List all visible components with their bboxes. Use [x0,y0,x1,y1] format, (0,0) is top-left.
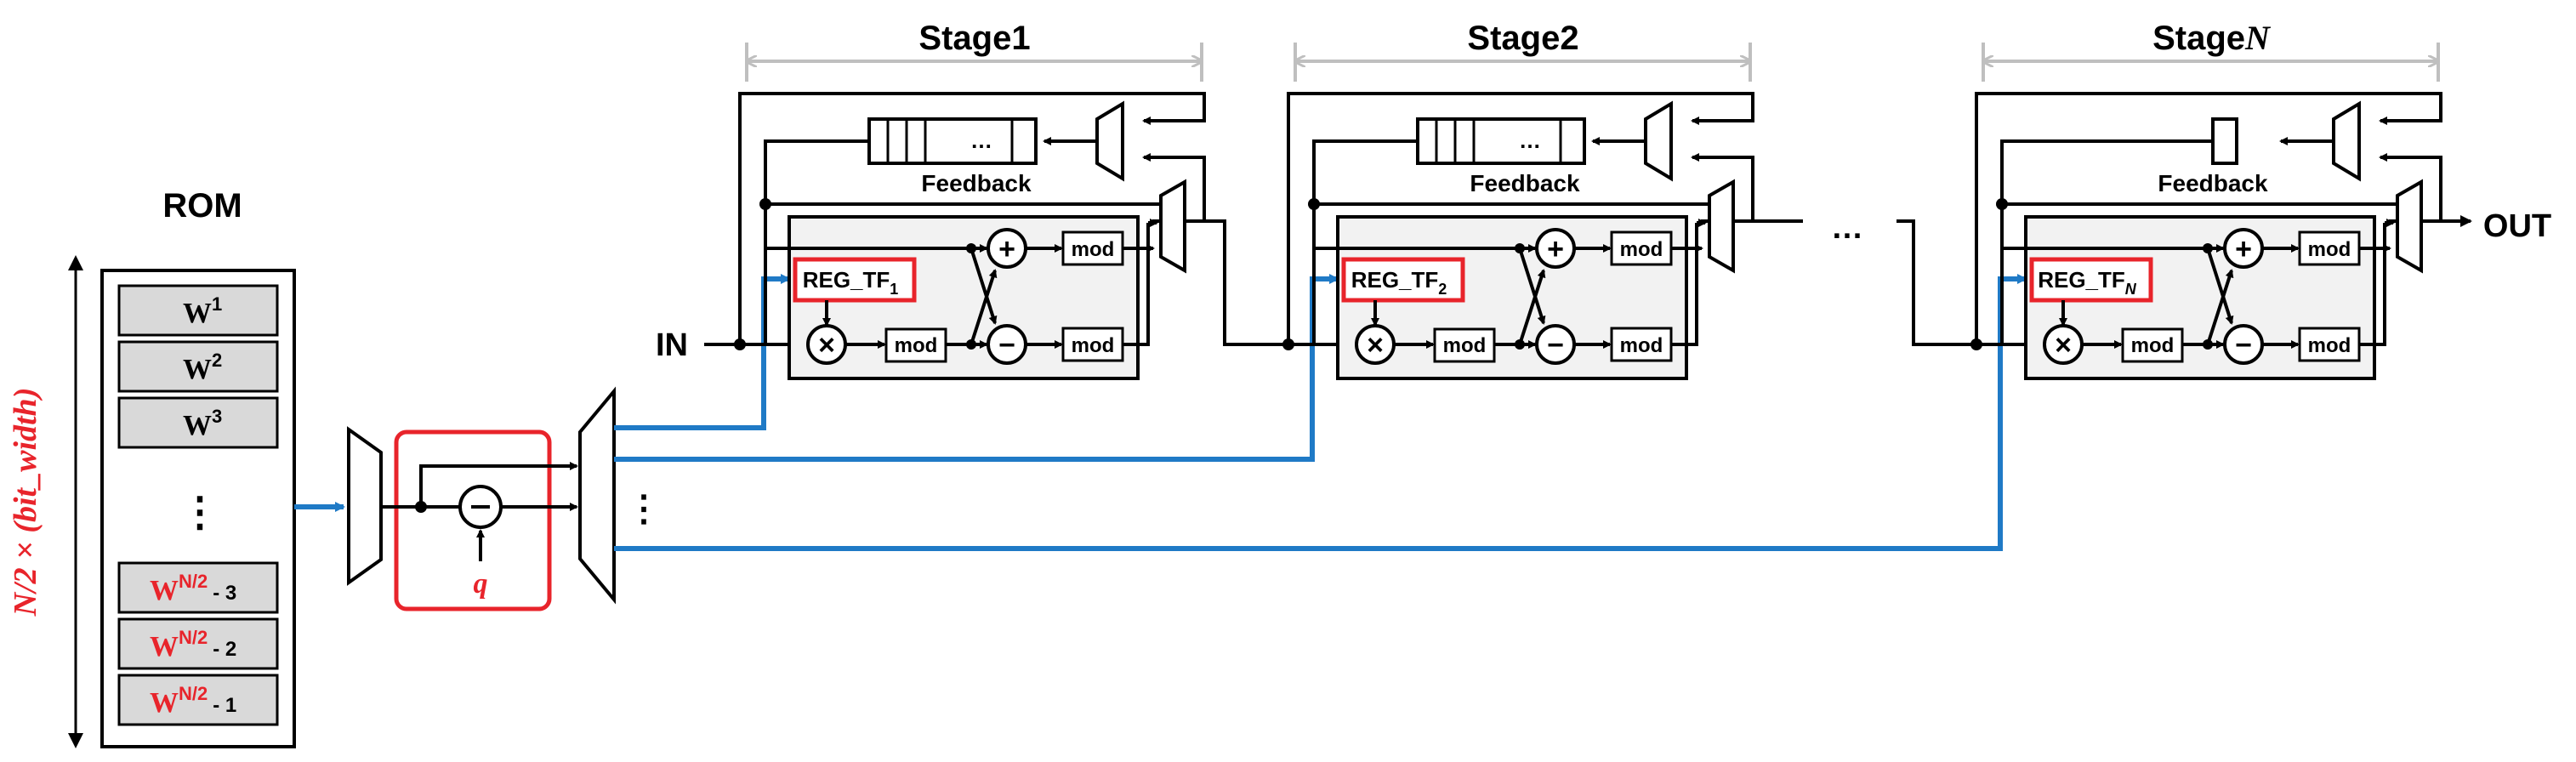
output-mux [1159,179,1186,274]
output-label: OUT [2483,208,2551,244]
feedback-label: Feedback [921,170,1032,196]
fifo-ellipsis: … [1519,128,1541,153]
feedback-fifo: … [867,117,1038,165]
rom-entry: W1 [117,284,279,337]
rom-ellipsis: ⋮ [179,490,220,535]
feedback-mux [1644,100,1673,182]
modulus-q-label: q [474,568,488,600]
modulus-subtract-block: q [381,429,578,611]
twiddle-demux [578,386,616,605]
fifo-ellipsis: … [970,128,992,153]
twiddle-register-label: REG_TF2 [1351,267,1447,298]
add-symbol: + [2235,233,2252,265]
output-mux [2396,179,2423,274]
mod-label: mod [1072,238,1115,261]
rom-entry: WN/2- 2 [117,617,279,670]
feedback-label: Feedback [2158,170,2268,196]
multiply-symbol: × [1367,329,1384,361]
mod-block: mod [884,327,947,363]
mod-block: mod [2298,230,2361,266]
rom-entry: WN/2- 3 [117,561,279,614]
feedback-mux [2332,100,2361,182]
input-demux [347,426,383,586]
mod-label: mod [2308,334,2351,357]
between-stages-ellipsis: … [1831,210,1863,246]
mod-label: mod [895,334,938,357]
mux-outputs-ellipsis: ⋮ [626,488,662,528]
twiddle-register-label: REG_TFN [2038,267,2137,298]
mod-block: mod [2298,327,2361,362]
mod-label: mod [1620,334,1663,357]
rom-entry-label: WN/2- 2 [150,627,236,662]
stage-title: StageN [2152,19,2272,57]
mod-block: mod [1061,230,1124,266]
mod-label: mod [2131,334,2175,357]
input-label: IN [656,327,688,363]
mod-label: mod [1443,334,1487,357]
mod-label: mod [1072,334,1115,357]
rom-entry-label: WN/2- 3 [150,571,236,606]
multiply-symbol: × [2055,329,2072,361]
rom-size-label: N/2 × (bit_width) [8,388,43,617]
stage-title: Stage2 [1467,20,1578,57]
feedback-mux [1095,100,1124,182]
multiply-symbol: × [818,329,835,361]
twiddle-register: REG_TFN [2029,257,2153,303]
feedback-fifo: … [1416,117,1586,165]
mod-block: mod [1610,230,1673,266]
mod-label: mod [1620,238,1663,261]
add-symbol: + [1547,233,1564,265]
rom-title: ROM [162,187,242,225]
feedback-label: Feedback [1470,170,1580,196]
rom-entry: W2 [117,340,279,393]
rom-entry: WN/2- 1 [117,674,279,726]
mod-label: mod [2308,238,2351,261]
twiddle-routing [614,274,2027,551]
twiddle-register: REG_TF1 [793,257,917,303]
rom-entry: W3 [117,396,279,449]
twiddle-register: REG_TF2 [1341,257,1465,303]
mod-block: mod [1061,327,1124,362]
rom-entry-label: WN/2- 1 [150,683,236,719]
subtract-symbol: − [2235,329,2252,361]
stage-title: Stage1 [918,20,1030,57]
output-mux [1708,179,1735,274]
feedback-fifo [2211,117,2238,165]
rom-entry-label: W3 [183,406,222,441]
add-symbol: + [998,233,1015,265]
rom-entry-label: W2 [183,350,222,385]
mod-block: mod [1610,327,1673,362]
mod-block: mod [2121,327,2184,363]
subtract-symbol: − [1547,329,1564,361]
rom-entry-label: W1 [183,293,222,329]
subtract-symbol: − [998,329,1015,361]
twiddle-register-label: REG_TF1 [803,267,899,298]
mod-block: mod [1433,327,1496,363]
